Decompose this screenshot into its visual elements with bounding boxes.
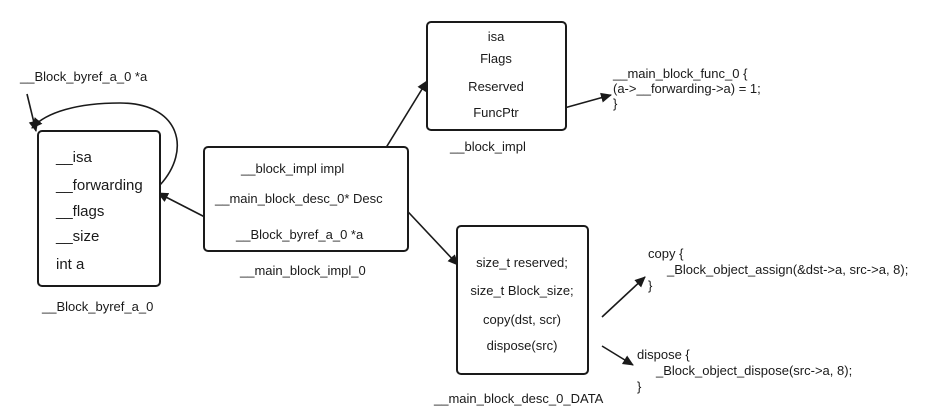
copy-code-line-3: }: [648, 278, 653, 293]
copy-code-line-1: copy {: [648, 246, 684, 261]
impl-field-a: __Block_byref_a_0 *a: [236, 227, 364, 242]
block-impl-field-reserved: Reserved: [468, 79, 524, 94]
byref-field-int-a: int a: [56, 256, 85, 273]
byref-pointer-label: __Block_byref_a_0 *a: [20, 69, 148, 84]
byref-struct-box: [37, 130, 161, 287]
arrow-copy: [601, 276, 646, 318]
dispose-code-line-1: dispose {: [637, 347, 690, 362]
byref-field-size: __size: [56, 228, 100, 245]
block-impl-field-isa: isa: [487, 29, 505, 44]
func-code-line-1: __main_block_func_0 {: [613, 66, 748, 81]
arrow-dispose: [601, 345, 634, 366]
byref-struct-caption: __Block_byref_a_0: [42, 299, 154, 314]
func-code-line-3: }: [613, 96, 618, 111]
impl-field-impl: __block_impl impl: [241, 161, 345, 176]
desc-struct-box: [456, 225, 589, 375]
impl-struct-box: [203, 146, 409, 252]
block-impl-field-funcptr: FuncPtr: [473, 105, 519, 120]
byref-field-flags: __flags: [56, 203, 105, 220]
desc-field-reserved: size_t reserved;: [476, 255, 568, 270]
desc-field-copy: copy(dst, scr): [482, 312, 562, 327]
dispose-code-line-2: _Block_object_dispose(src->a, 8);: [656, 363, 853, 378]
desc-struct-caption: __main_block_desc_0_DATA: [434, 391, 604, 406]
func-code-line-2: (a->__forwarding->a) = 1;: [613, 81, 761, 96]
copy-code-line-2: _Block_object_assign(&dst->a, src->a, 8)…: [667, 262, 909, 277]
byref-field-forwarding: __forwarding: [56, 177, 143, 194]
desc-field-block-size: size_t Block_size;: [470, 283, 574, 298]
block-impl-caption: __block_impl: [450, 139, 526, 154]
byref-field-isa: __isa: [56, 149, 92, 166]
dispose-code-line-3: }: [637, 379, 642, 394]
impl-field-desc: __main_block_desc_0* Desc: [215, 191, 383, 206]
desc-field-dispose: dispose(src): [486, 338, 558, 353]
block-impl-field-flags: Flags: [480, 51, 512, 66]
impl-struct-caption: __main_block_impl_0: [240, 263, 366, 278]
block-impl-box: [426, 21, 567, 131]
arrow-forwarding-loop: [31, 102, 178, 186]
